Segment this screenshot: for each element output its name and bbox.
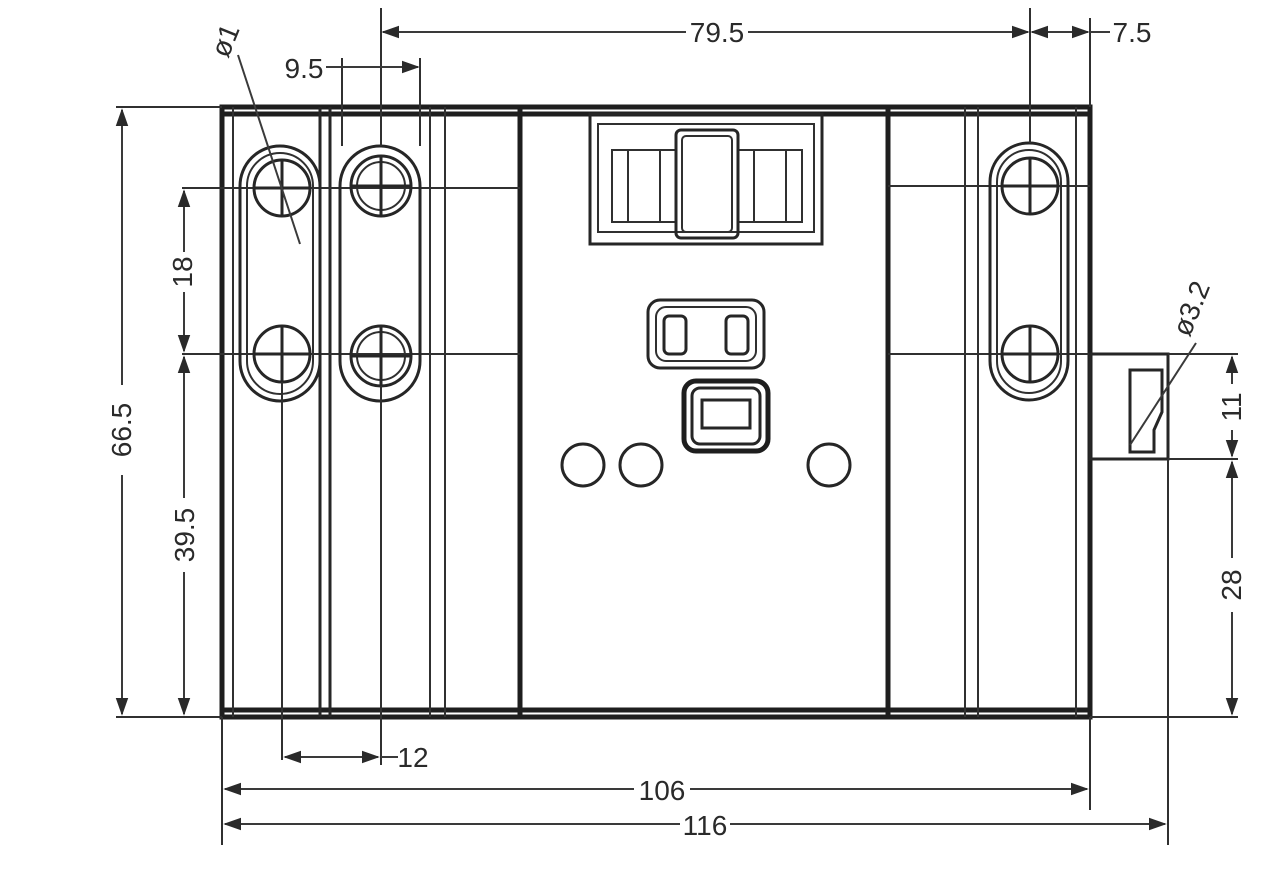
device-body	[182, 104, 1093, 720]
dim-label-11: 11	[1216, 392, 1247, 421]
dim-label-phi1: ø1	[205, 19, 246, 61]
dim-label-28: 28	[1216, 569, 1247, 600]
dim-label-18: 18	[167, 256, 198, 287]
dim-label-66-5: 66.5	[106, 403, 137, 458]
left-slot-1	[238, 144, 322, 760]
round-holes	[560, 442, 852, 488]
dim-label-9-5: 9.5	[285, 53, 324, 84]
dimension-phi3-2-leader	[1129, 342, 1197, 446]
left-slot-2	[338, 144, 422, 403]
right-slot	[988, 141, 1070, 402]
dim-label-79-5: 79.5	[690, 17, 745, 48]
dim-label-7-5: 7.5	[1113, 17, 1152, 48]
side-tab	[1088, 352, 1238, 845]
rectangular-button	[681, 378, 771, 454]
dim-label-39-5: 39.5	[169, 508, 200, 563]
dim-label-116: 116	[683, 810, 728, 841]
dual-slot-socket	[646, 298, 766, 370]
top-latch	[588, 112, 824, 246]
dim-label-12: 12	[397, 742, 428, 773]
dim-label-phi3-2: ø3.2	[1166, 277, 1216, 341]
dim-label-106: 106	[639, 775, 686, 806]
dimension-phi1-leader	[237, 54, 301, 245]
